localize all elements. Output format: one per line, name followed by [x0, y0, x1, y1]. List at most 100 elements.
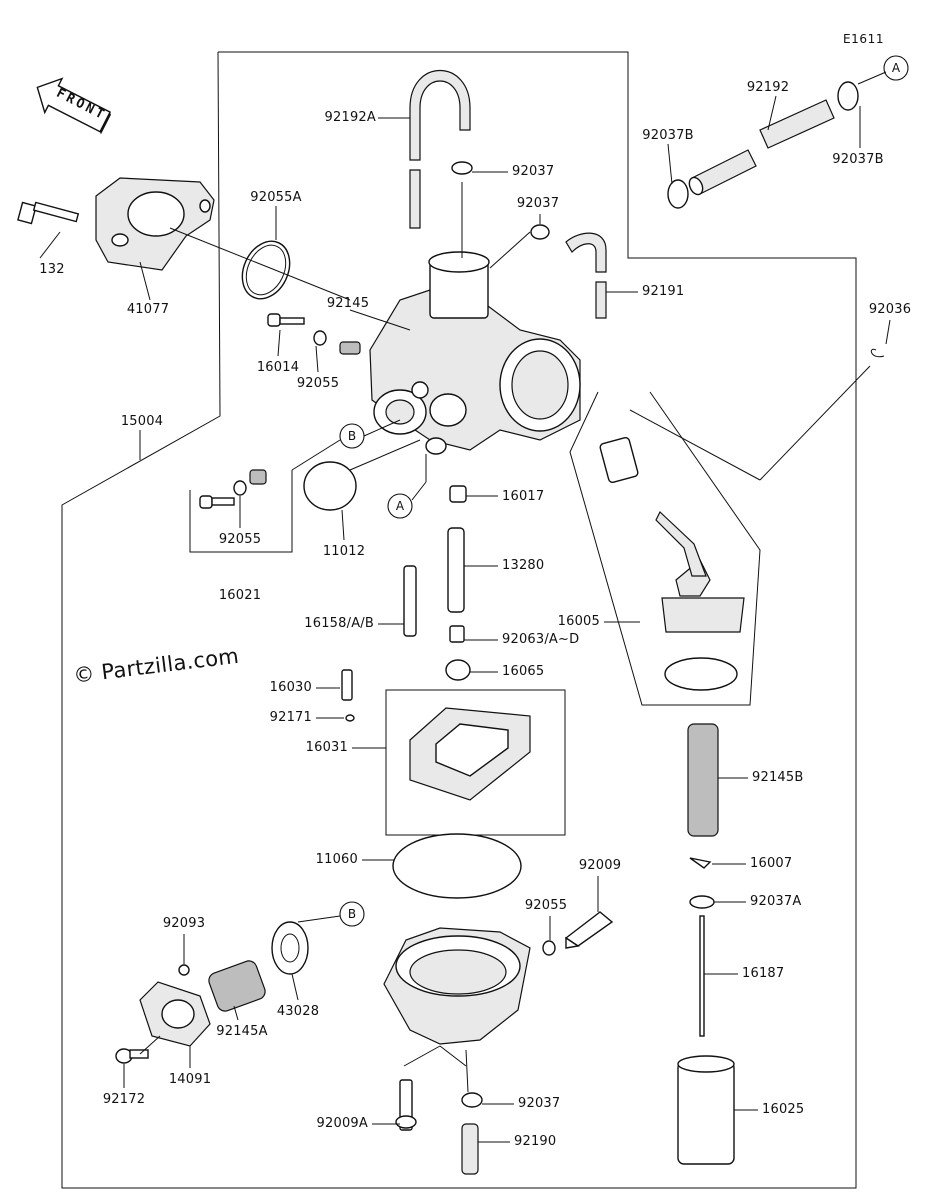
washer-92093 — [178, 964, 190, 976]
tube-92192 — [759, 99, 835, 149]
float-bowl — [383, 927, 531, 1045]
spring-92145b — [687, 723, 719, 837]
tube-92191 — [565, 232, 607, 273]
spring-16021 — [249, 469, 267, 485]
jet-92063 — [449, 625, 465, 643]
callout-a-top — [883, 55, 909, 81]
part-label-92190: 92190 — [514, 1134, 557, 1149]
part-label-92037-mid: 92037 — [516, 196, 560, 211]
part-label-16021: 16021 — [218, 588, 262, 603]
part-label-43028: 43028 — [276, 1004, 320, 1019]
carburetor-body — [369, 251, 581, 455]
clip-92037-top — [451, 161, 473, 175]
part-label-92063: 92063/A~D — [502, 632, 580, 647]
holder-41077 — [95, 177, 215, 271]
part-label-16030: 16030 — [269, 680, 312, 695]
o-ring-92055a — [241, 240, 291, 300]
part-label-16005: 16005 — [557, 614, 600, 629]
part-label-92055-kit: 92055 — [218, 532, 262, 547]
part-label-14091: 14091 — [168, 1072, 212, 1087]
part-label-92055a: 92055A — [250, 190, 302, 205]
tube-92190 — [461, 1123, 479, 1175]
part-label-92145: 92145 — [326, 296, 370, 311]
float-16031 — [409, 707, 531, 801]
part-label-92145a: 92145A — [216, 1024, 268, 1039]
part-label-92172: 92172 — [102, 1092, 146, 1107]
part-label-11012: 11012 — [322, 544, 366, 559]
clip-92037b-right — [837, 81, 859, 111]
o-ring-92171 — [345, 714, 355, 722]
callout-a-mid-label: A — [395, 499, 405, 513]
needle-92009 — [564, 911, 614, 949]
part-label-132: 132 — [39, 262, 65, 277]
part-label-16007: 16007 — [750, 856, 793, 871]
part-label-16014: 16014 — [256, 360, 300, 375]
clip-92037-mid — [530, 224, 550, 240]
callout-a-mid — [387, 493, 413, 519]
clip-92037-bottom — [461, 1092, 483, 1108]
callout-a-top-label: A — [891, 61, 901, 75]
part-label-16065: 16065 — [502, 664, 545, 679]
part-label-92191: 92191 — [642, 284, 685, 299]
spring-92145 — [339, 341, 361, 355]
diagram-code: E1611 — [843, 32, 885, 46]
float-kit-bracket — [385, 689, 566, 836]
pilot-screw-16021 — [199, 495, 235, 509]
callout-b-bottom — [339, 901, 365, 927]
clip-92037a — [689, 895, 715, 909]
jet-16065 — [445, 659, 471, 681]
part-label-16187: 16187 — [742, 966, 785, 981]
screw-16014 — [267, 313, 305, 327]
valve-16030 — [341, 669, 353, 701]
part-label-92036: 92036 — [868, 302, 912, 317]
part-label-92009a: 92009A — [316, 1116, 368, 1131]
part-label-92171: 92171 — [269, 710, 312, 725]
part-label-41077: 41077 — [126, 302, 170, 317]
part-label-92055-top: 92055 — [296, 376, 340, 391]
clip-16007 — [689, 857, 712, 869]
gasket-11060 — [392, 833, 522, 899]
washer-92055-kit — [233, 480, 247, 496]
callout-b-mid-label: B — [347, 429, 357, 443]
slide-16025 — [677, 1055, 735, 1165]
fuel-cap-bracket — [569, 391, 761, 706]
part-label-92037-top: 92037 — [512, 164, 555, 179]
part-label-92093: 92093 — [162, 916, 206, 931]
bolt-132 — [17, 201, 80, 225]
part-label-16017: 16017 — [502, 489, 545, 504]
part-label-13280: 13280 — [502, 558, 545, 573]
part-label-92037a: 92037A — [750, 894, 802, 909]
fuel-cap-16005 — [599, 436, 745, 691]
part-label-92037b-left: 92037B — [642, 128, 694, 143]
part-label-92145b: 92145B — [752, 770, 804, 785]
plate-43028 — [271, 921, 309, 975]
leader-lines — [39, 71, 891, 1143]
part-label-16031: 16031 — [305, 740, 348, 755]
callout-b-bottom-label: B — [347, 907, 357, 921]
screw-92172 — [115, 1048, 149, 1064]
part-label-11060: 11060 — [315, 852, 358, 867]
cap-11012 — [303, 461, 357, 511]
clip-92037b-left — [667, 179, 689, 209]
pilot-screw-kit-bracket — [189, 470, 293, 553]
washer-92055-top — [313, 330, 327, 346]
tube-92192a — [409, 70, 471, 161]
clip-92036 — [870, 348, 885, 358]
part-label-92037b-right: 92037B — [832, 152, 884, 167]
assembly-boundary — [61, 51, 857, 1189]
spring-92145a — [208, 960, 266, 1012]
part-label-92192a: 92192A — [324, 110, 376, 125]
washer-92055-bowl — [542, 940, 556, 956]
part-label-92055-bowl: 92055 — [524, 898, 568, 913]
cover-14091 — [139, 981, 211, 1047]
jet-16158 — [403, 565, 417, 637]
part-label-15004: 15004 — [120, 414, 164, 429]
jet-16017 — [449, 485, 467, 503]
part-label-16158: 16158/A/B — [304, 616, 374, 631]
part-label-92192: 92192 — [746, 80, 790, 95]
needle-16187 — [699, 915, 705, 1037]
emulsion-tube-13280 — [447, 527, 465, 613]
washer-92009a — [395, 1115, 417, 1129]
part-label-92037-bottom: 92037 — [518, 1096, 561, 1111]
